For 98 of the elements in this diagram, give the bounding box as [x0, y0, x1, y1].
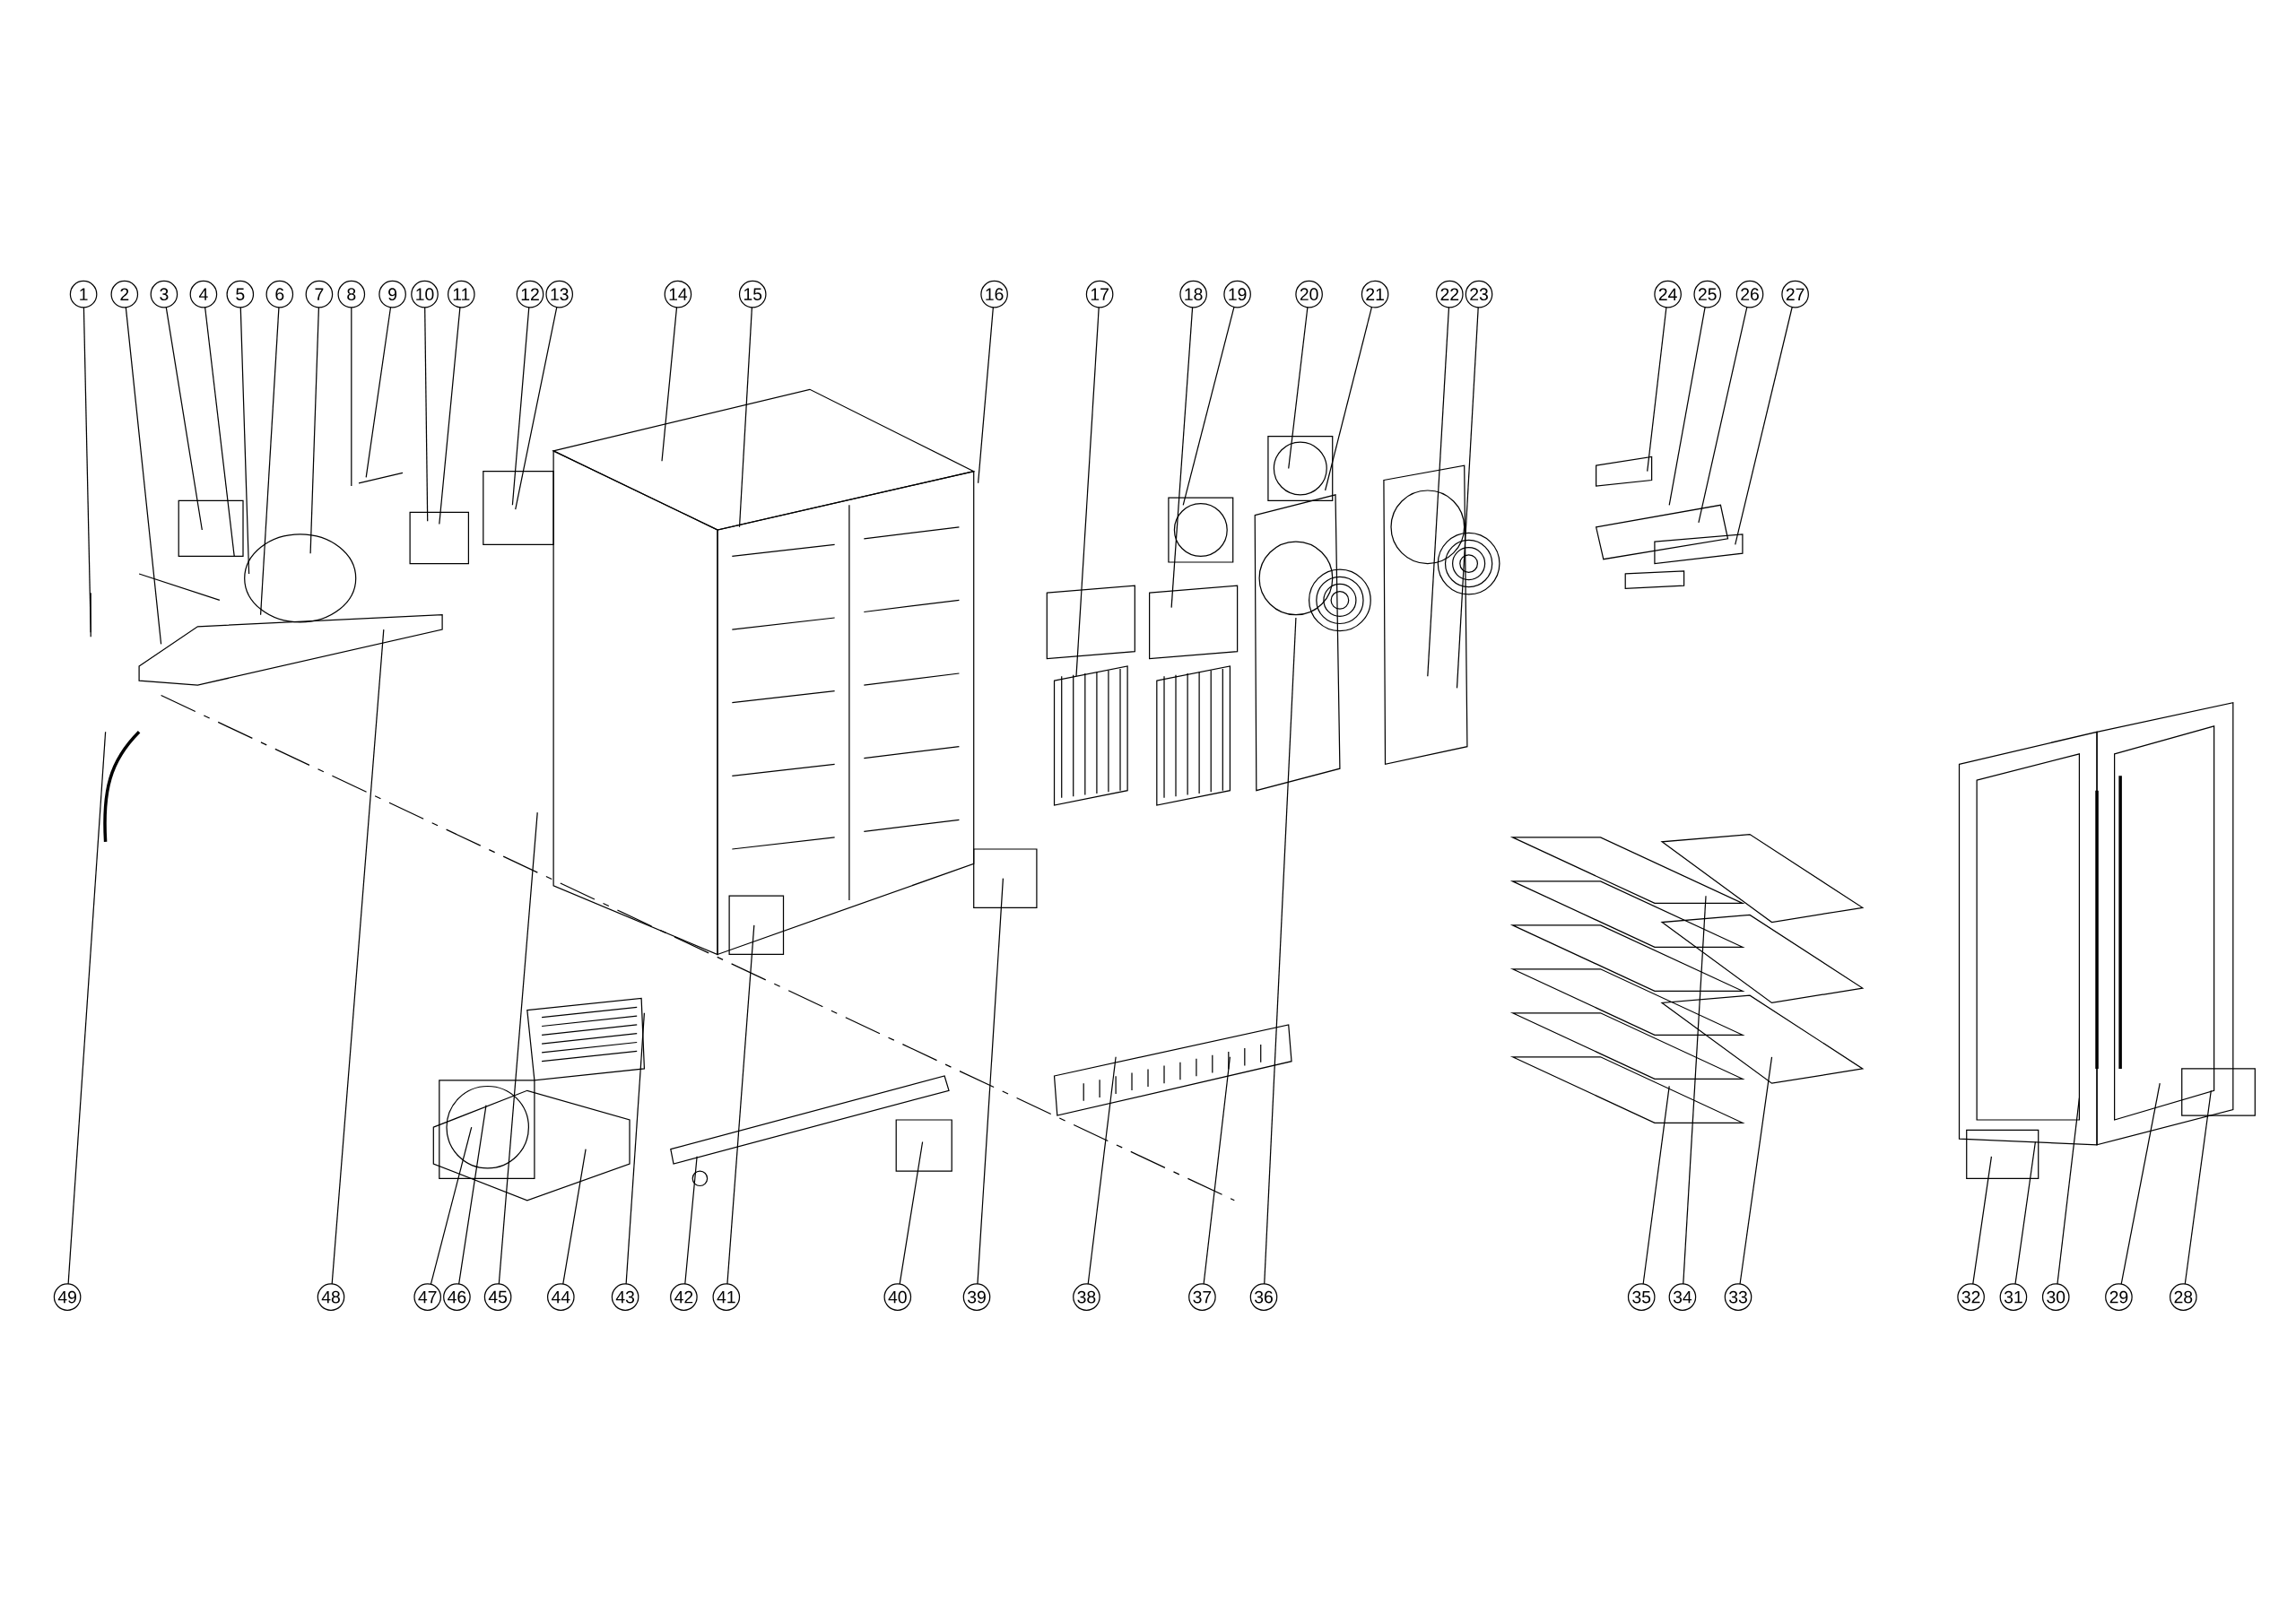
leader-line: [1203, 1056, 1231, 1285]
callout-number: 36: [1249, 1283, 1278, 1311]
callout-number: 9: [378, 280, 406, 308]
leader-line: [351, 307, 352, 487]
leader-line: [726, 924, 755, 1285]
leader-line: [458, 1105, 487, 1285]
callout-number: 35: [1627, 1283, 1656, 1311]
callout-number: 22: [1436, 280, 1464, 308]
leader-line: [562, 1149, 587, 1285]
leader-line: [1647, 307, 1667, 473]
callout-number: 45: [483, 1283, 512, 1311]
callout-number: 32: [1957, 1283, 1985, 1311]
leader-line: [1264, 617, 1297, 1285]
callout-number: 1: [69, 280, 98, 308]
callout-number: 40: [883, 1283, 912, 1311]
leader-line: [331, 629, 385, 1285]
callout-number: 41: [712, 1283, 741, 1311]
callout-number: 39: [962, 1283, 991, 1311]
callout-number: 28: [2170, 1283, 2197, 1311]
callout-number: 18: [1179, 280, 1207, 308]
callout-number: 8: [337, 280, 366, 308]
leader-line: [204, 307, 235, 557]
leader-line: [67, 731, 107, 1285]
callout-number: 46: [443, 1283, 471, 1311]
callout-number: 16: [980, 280, 1008, 308]
leader-line: [125, 307, 162, 645]
callout-number: 34: [1668, 1283, 1697, 1311]
leader-line: [260, 307, 280, 616]
callout-number: 42: [670, 1283, 698, 1311]
leader-line: [439, 307, 461, 525]
callout-number: 44: [547, 1283, 575, 1311]
leader-line: [625, 1012, 646, 1285]
leader-line: [1288, 307, 1309, 470]
callout-number: 21: [1361, 280, 1389, 308]
leader-line: [365, 307, 392, 478]
leader-line: [1325, 306, 1373, 491]
leader-line: [165, 307, 203, 531]
callout-number: 19: [1223, 280, 1251, 308]
leader-line: [1075, 307, 1100, 677]
leader-line: [430, 1126, 473, 1285]
leader-line: [1182, 306, 1235, 506]
leader-line: [239, 307, 250, 575]
callout-number: 2: [110, 280, 139, 308]
callout-number: 27: [1781, 280, 1809, 308]
leader-line: [1456, 307, 1479, 689]
leader-line: [977, 877, 1004, 1285]
leader-line: [1739, 1056, 1773, 1285]
callout-number: 24: [1654, 280, 1682, 308]
leader-line: [1735, 306, 1793, 545]
leader-line: [515, 306, 558, 510]
callout-number: 5: [226, 280, 255, 308]
leader-line: [2014, 1141, 2037, 1285]
leader-line: [1972, 1156, 1993, 1285]
callout-number: 15: [738, 280, 767, 308]
callout-number: 29: [2105, 1283, 2133, 1311]
callout-number: 14: [664, 280, 692, 308]
leader-line: [1087, 1056, 1117, 1285]
callout-number: 30: [2041, 1283, 2070, 1311]
leader-line: [1427, 307, 1450, 677]
leader-line: [511, 307, 530, 506]
callout-number: 13: [545, 280, 574, 308]
leader-line: [83, 307, 91, 633]
callout-number: 25: [1693, 280, 1722, 308]
leader-line: [424, 307, 429, 522]
callout-number: 4: [189, 280, 218, 308]
leader-line: [684, 1156, 698, 1285]
leader-line: [1642, 1085, 1670, 1285]
callout-number: 38: [1073, 1283, 1100, 1311]
callout-number: 23: [1465, 280, 1493, 308]
callout-number: 10: [411, 280, 439, 308]
leader-line: [498, 811, 538, 1285]
callout-number: 37: [1188, 1283, 1216, 1311]
leader-line: [661, 307, 678, 462]
callout-number: 7: [305, 280, 334, 308]
leader-line: [1170, 307, 1194, 609]
leader-line: [2184, 1089, 2212, 1285]
leader-line: [1668, 307, 1706, 506]
leader-line: [1683, 895, 1707, 1285]
leader-line: [309, 307, 320, 554]
callout-number: 6: [265, 280, 294, 308]
callout-number: 20: [1295, 280, 1323, 308]
leader-line: [2057, 1097, 2081, 1285]
callout-number: 43: [611, 1283, 639, 1311]
leader-line: [1698, 306, 1748, 524]
callout-number: 47: [413, 1283, 442, 1311]
leader-line: [978, 307, 994, 484]
callout-number: 3: [150, 280, 178, 308]
leader-line: [899, 1141, 924, 1285]
callout-number: 31: [1999, 1283, 2028, 1311]
leader-line: [2120, 1082, 2161, 1285]
callout-number: 33: [1724, 1283, 1752, 1311]
callout-number: 17: [1085, 280, 1114, 308]
callout-number: 12: [516, 280, 544, 308]
callout-number: 11: [448, 280, 475, 308]
leader-line: [738, 307, 752, 528]
callout-number: 26: [1735, 280, 1764, 308]
callout-number: 49: [53, 1283, 82, 1311]
callout-number: 48: [317, 1283, 345, 1311]
